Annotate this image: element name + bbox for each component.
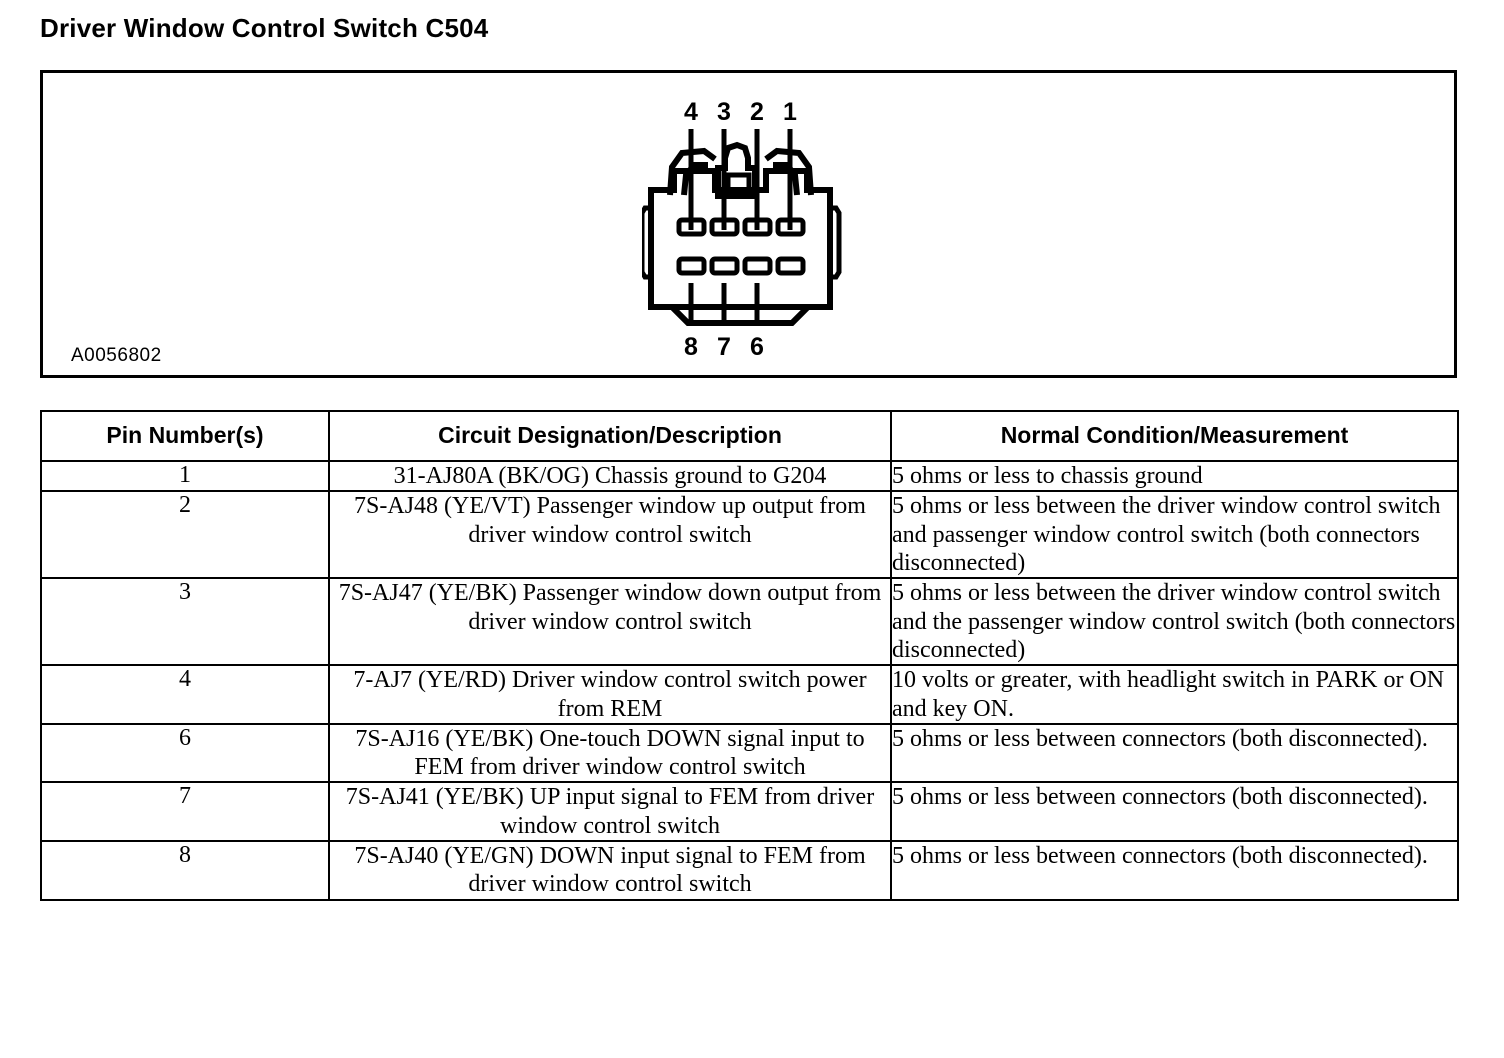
cell-pin-number: 3: [40, 577, 330, 667]
pin-label-top-4: 1: [783, 98, 797, 126]
cell-pin-number: 2: [40, 490, 330, 580]
latch-wing-right: [827, 205, 842, 280]
cell-description: 7S-AJ40 (YE/GN) DOWN input signal to FEM…: [328, 840, 892, 901]
cell-description: 31-AJ80A (BK/OG) Chassis ground to G204: [328, 459, 892, 493]
table-row: 2 7S-AJ48 (YE/VT) Passenger window up ou…: [40, 490, 1459, 580]
cavity-pin-1: [775, 217, 806, 237]
pin-label-top-3: 2: [750, 98, 764, 126]
cell-measurement: 5 ohms or less between connectors (both …: [890, 840, 1459, 901]
cell-measurement: 5 ohms or less to chassis ground: [890, 459, 1459, 493]
pin-label-bottom-1: 8: [684, 333, 698, 361]
diagram-id-label: A0056802: [71, 345, 162, 366]
connector-illustration: 4 3 2 1 8 7 6: [642, 95, 872, 367]
table-row: 8 7S-AJ40 (YE/GN) DOWN input signal to F…: [40, 840, 1459, 901]
connector-diagram-panel: 4 3 2 1 8 7 6 A0056802: [40, 70, 1457, 378]
connector-skirt: [669, 304, 811, 326]
cavity-pin-6: [742, 256, 773, 276]
cell-measurement: 5 ohms or less between connectors (both …: [890, 781, 1459, 843]
table-row: 4 7-AJ7 (YE/RD) Driver window control sw…: [40, 664, 1459, 725]
column-header-pin-number: Pin Number(s): [40, 410, 330, 462]
cavity-pin-7: [709, 256, 740, 276]
cell-measurement: 5 ohms or less between the driver window…: [890, 490, 1459, 580]
cell-pin-number: 8: [40, 840, 330, 901]
cell-measurement: 5 ohms or less between the driver window…: [890, 577, 1459, 667]
pin-label-bottom-2: 7: [717, 333, 731, 361]
cell-pin-number: 6: [40, 722, 330, 784]
pin-reference-table: Pin Number(s) Circuit Designation/Descri…: [40, 410, 1459, 901]
cell-pin-number: 1: [40, 459, 330, 493]
cell-description: 7S-AJ16 (YE/BK) One-touch DOWN signal in…: [328, 722, 892, 784]
cavity-pin-3: [709, 217, 740, 237]
cell-description: 7S-AJ48 (YE/VT) Passenger window up outp…: [328, 490, 892, 580]
cavity-pin-4: [676, 217, 707, 237]
table-row: 7 7S-AJ41 (YE/BK) UP input signal to FEM…: [40, 781, 1459, 843]
cell-description: 7S-AJ47 (YE/BK) Passenger window down ou…: [328, 577, 892, 667]
cell-pin-number: 7: [40, 781, 330, 843]
cell-description: 7-AJ7 (YE/RD) Driver window control swit…: [328, 664, 892, 725]
cavity-pin-5-empty: [775, 256, 806, 276]
cavity-pin-2: [742, 217, 773, 237]
cell-measurement: 10 volts or greater, with headlight swit…: [890, 664, 1459, 725]
table-row: 6 7S-AJ16 (YE/BK) One-touch DOWN signal …: [40, 722, 1459, 784]
column-header-description: Circuit Designation/Description: [328, 410, 892, 462]
latch-tower: [715, 141, 758, 199]
table-header-row: Pin Number(s) Circuit Designation/Descri…: [40, 410, 1459, 462]
table-body: 1 31-AJ80A (BK/OG) Chassis ground to G20…: [40, 459, 1459, 901]
table-row: 3 7S-AJ47 (YE/BK) Passenger window down …: [40, 577, 1459, 667]
cell-pin-number: 4: [40, 664, 330, 725]
connector-body-outline: [648, 168, 833, 310]
pin-label-top-1: 4: [684, 98, 698, 126]
pin-label-bottom-3: 6: [750, 333, 764, 361]
latch-wing-left: [642, 205, 654, 280]
pin-label-top-2: 3: [717, 98, 731, 126]
table-row: 1 31-AJ80A (BK/OG) Chassis ground to G20…: [40, 459, 1459, 493]
column-header-measurement: Normal Condition/Measurement: [890, 410, 1459, 462]
cell-description: 7S-AJ41 (YE/BK) UP input signal to FEM f…: [328, 781, 892, 843]
cavity-pin-8: [676, 256, 707, 276]
page-title: Driver Window Control Switch C504: [40, 13, 489, 43]
cell-measurement: 5 ohms or less between connectors (both …: [890, 722, 1459, 784]
